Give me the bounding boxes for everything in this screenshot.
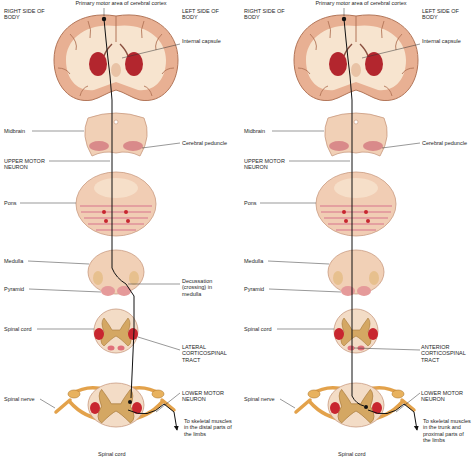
structure-label: Spinal cord bbox=[244, 326, 284, 332]
leader-line bbox=[354, 348, 420, 350]
structure-label: Medulla bbox=[4, 258, 44, 264]
structure-label: Primary motor area of cerebral cortex bbox=[306, 0, 416, 6]
synapse bbox=[364, 405, 368, 409]
anterior-pathway bbox=[342, 17, 420, 430]
structure-label: UPPER MOTOR NEURON bbox=[244, 158, 290, 171]
structure-label: Spinal nerve bbox=[4, 396, 44, 402]
structure-label: Midbrain bbox=[4, 128, 44, 134]
structure-label: LATERAL CORTICOSPINAL TRACT bbox=[182, 344, 232, 363]
structure-label: ANTERIOR CORTICOSPINAL TRACT bbox=[421, 344, 471, 363]
synapse bbox=[128, 400, 132, 404]
structure-label: Spinal nerve bbox=[244, 396, 284, 402]
structure-label: Pons bbox=[4, 200, 44, 206]
structure-label: Medulla bbox=[244, 258, 284, 264]
structure-label: Pyramid bbox=[244, 286, 284, 292]
leader-line bbox=[128, 284, 180, 285]
structure-label: Spinal cord bbox=[338, 451, 378, 457]
lateral-pathway-panel bbox=[20, 8, 180, 427]
structure-label: Cerebral peduncle bbox=[422, 140, 470, 146]
leader-line bbox=[138, 337, 180, 350]
structure-label: To skeletal muscles in the distal parts … bbox=[184, 418, 232, 437]
structure-label: Spinal cord bbox=[4, 326, 44, 332]
structure-label: RIGHT SIDE OF BODY bbox=[244, 8, 288, 21]
structure-label: RIGHT SIDE OF BODY bbox=[4, 8, 48, 21]
structure-label: LEFT SIDE OF BODY bbox=[422, 8, 470, 21]
structure-label: Primary motor area of cerebral cortex bbox=[66, 0, 176, 6]
structure-label: LEFT SIDE OF BODY bbox=[182, 8, 230, 21]
structure-label: To skeletal muscles in the trunk and pro… bbox=[423, 418, 471, 443]
lateral-pathway bbox=[102, 17, 180, 430]
structure-label: LOWER MOTOR NEURON bbox=[421, 390, 471, 403]
structure-label: LOWER MOTOR NEURON bbox=[182, 390, 232, 403]
lower-motor-neuron bbox=[128, 404, 177, 430]
upper-motor-neuron-axon bbox=[104, 19, 134, 398]
structure-label: Pyramid bbox=[4, 286, 44, 292]
structure-label: Spinal cord bbox=[98, 451, 138, 457]
structure-label: Midbrain bbox=[244, 128, 284, 134]
lower-motor-neuron bbox=[368, 404, 417, 430]
structure-label: Decussation (crossing) in medulla bbox=[182, 278, 232, 297]
structure-label: Cerebral peduncle bbox=[182, 140, 230, 146]
structure-label: Pons bbox=[244, 200, 284, 206]
structure-label: Internal capsule bbox=[182, 38, 230, 44]
upper-motor-neuron-axon bbox=[344, 19, 364, 406]
structure-label: Internal capsule bbox=[422, 38, 470, 44]
structure-label: UPPER MOTOR NEURON bbox=[4, 158, 50, 171]
anterior-pathway-panel bbox=[260, 8, 420, 427]
